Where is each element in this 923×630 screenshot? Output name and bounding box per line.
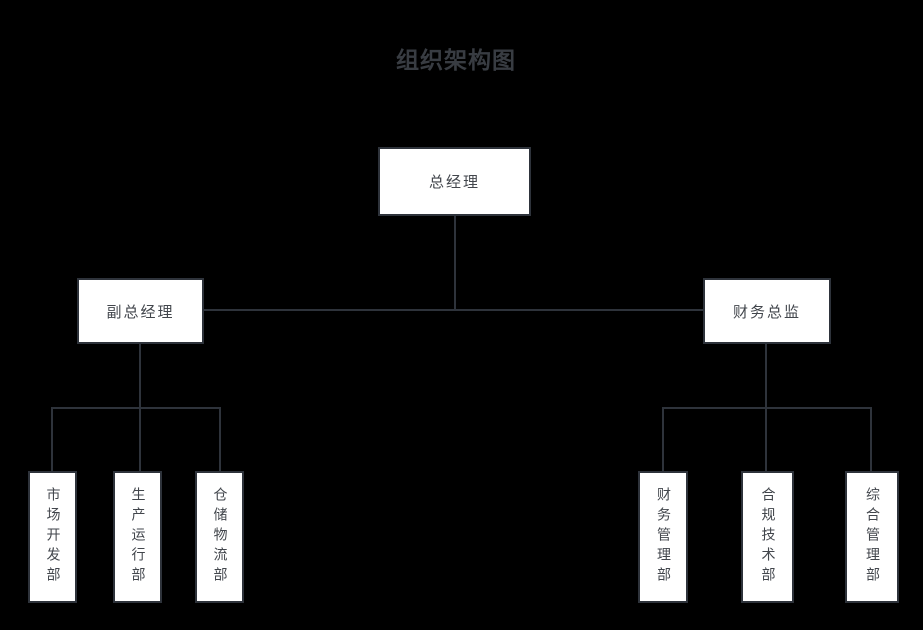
node-dept-warehouse-logistics: 仓储物流部 [195, 471, 244, 603]
connector-left-branch-bar [51, 407, 221, 409]
connector-right-drop-3 [870, 407, 872, 471]
node-dept-financial-management: 财务管理部 [638, 471, 688, 603]
connector-cfo-drop [765, 344, 767, 409]
node-dept-production-operation: 生产运行部 [113, 471, 162, 603]
node-deputy-general-manager: 副总经理 [77, 278, 204, 344]
connector-left-drop-1 [51, 407, 53, 471]
connector-right-branch-bar [662, 407, 872, 409]
connector-left-drop-3 [219, 407, 221, 471]
connector-level2-horizontal [204, 309, 703, 311]
connector-left-drop-2 [139, 407, 141, 471]
connector-root-drop [454, 216, 456, 311]
node-dept-market-development: 市场开发部 [28, 471, 77, 603]
connector-right-drop-2 [765, 407, 767, 471]
node-general-manager: 总经理 [378, 147, 531, 216]
connector-dgm-drop [139, 344, 141, 409]
node-dept-general-management: 综合管理部 [845, 471, 899, 603]
connector-right-drop-1 [662, 407, 664, 471]
node-finance-director: 财务总监 [703, 278, 831, 344]
page-title: 组织架构图 [396, 48, 516, 74]
node-dept-compliance-technology: 合规技术部 [741, 471, 794, 603]
